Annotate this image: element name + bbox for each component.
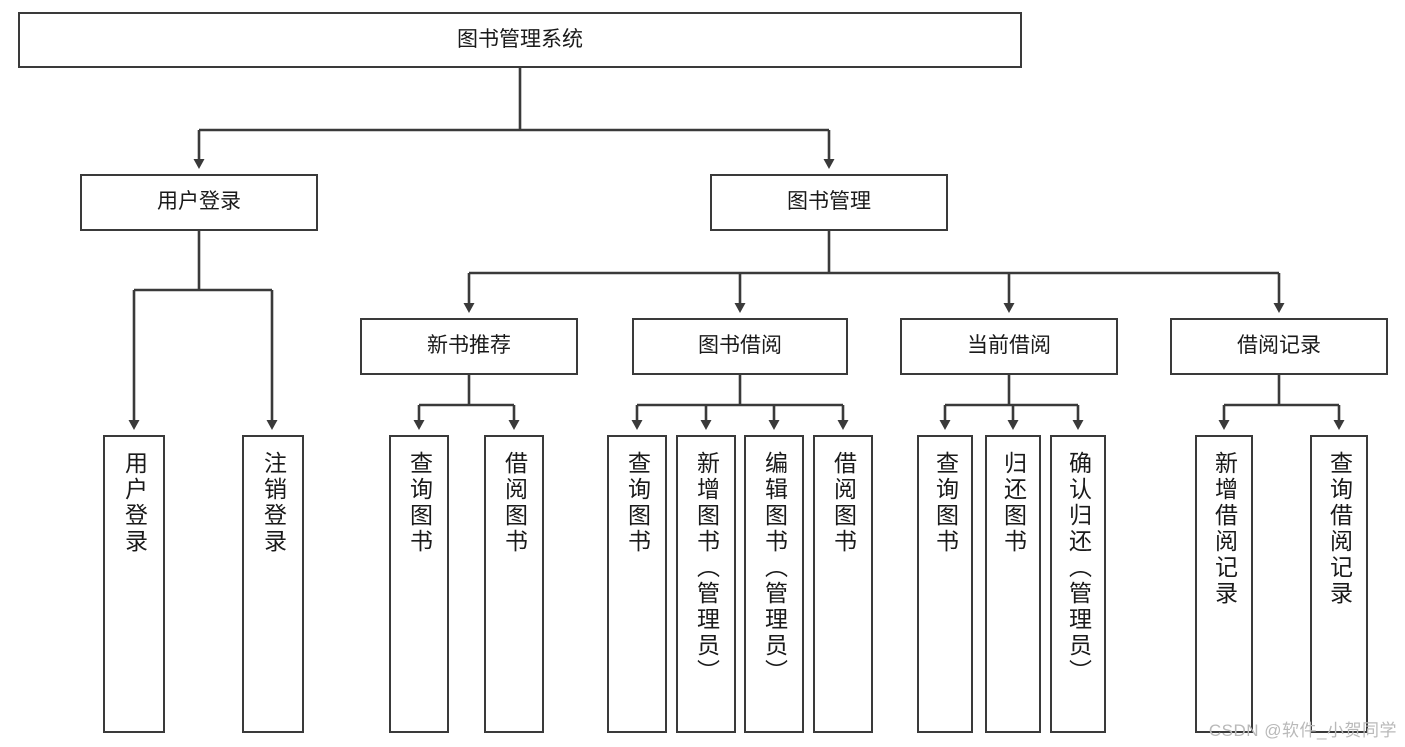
node-leaf-confirm-return[interactable]: 确认归还（管理员）	[1050, 435, 1106, 733]
node-leaf-return-book[interactable]: 归还图书	[985, 435, 1041, 733]
node-leaf-query-book-1[interactable]: 查询图书	[389, 435, 449, 733]
node-leaf-user-login[interactable]: 用户登录	[103, 435, 165, 733]
node-root[interactable]: 图书管理系统	[18, 12, 1022, 68]
node-book-borrow-label: 图书借阅	[698, 334, 782, 358]
node-leaf-query-book-3-label: 查询图书	[932, 451, 959, 555]
node-book-manage[interactable]: 图书管理	[710, 174, 948, 231]
node-leaf-logout[interactable]: 注销登录	[242, 435, 304, 733]
node-leaf-confirm-return-label: 确认归还（管理员）	[1065, 451, 1092, 685]
node-borrow-record[interactable]: 借阅记录	[1170, 318, 1388, 375]
node-new-book-recommend-label: 新书推荐	[427, 334, 511, 358]
node-root-label: 图书管理系统	[457, 27, 583, 51]
node-leaf-query-book-2[interactable]: 查询图书	[607, 435, 667, 733]
node-new-book-recommend[interactable]: 新书推荐	[360, 318, 578, 375]
node-leaf-add-record-label: 新增借阅记录	[1211, 451, 1238, 607]
node-leaf-borrow-book-2-label: 借阅图书	[830, 451, 857, 555]
node-leaf-borrow-book-1-label: 借阅图书	[501, 451, 528, 555]
node-current-borrow-label: 当前借阅	[967, 334, 1051, 358]
node-leaf-borrow-book-1[interactable]: 借阅图书	[484, 435, 544, 733]
node-leaf-logout-label: 注销登录	[260, 451, 287, 555]
node-leaf-query-book-1-label: 查询图书	[406, 451, 433, 555]
node-leaf-query-book-2-label: 查询图书	[624, 451, 651, 555]
node-user-login-label: 用户登录	[157, 190, 241, 214]
node-leaf-user-login-label: 用户登录	[121, 451, 148, 555]
node-book-manage-label: 图书管理	[787, 190, 871, 214]
node-current-borrow[interactable]: 当前借阅	[900, 318, 1118, 375]
node-leaf-return-book-label: 归还图书	[1000, 451, 1027, 555]
node-leaf-add-book[interactable]: 新增图书（管理员）	[676, 435, 736, 733]
node-leaf-edit-book[interactable]: 编辑图书（管理员）	[744, 435, 804, 733]
node-leaf-add-record[interactable]: 新增借阅记录	[1195, 435, 1253, 733]
node-leaf-query-record[interactable]: 查询借阅记录	[1310, 435, 1368, 733]
node-leaf-edit-book-label: 编辑图书（管理员）	[761, 451, 788, 685]
node-user-login[interactable]: 用户登录	[80, 174, 318, 231]
node-leaf-query-record-label: 查询借阅记录	[1326, 451, 1353, 607]
node-leaf-add-book-label: 新增图书（管理员）	[693, 451, 720, 685]
node-leaf-query-book-3[interactable]: 查询图书	[917, 435, 973, 733]
node-book-borrow[interactable]: 图书借阅	[632, 318, 848, 375]
node-leaf-borrow-book-2[interactable]: 借阅图书	[813, 435, 873, 733]
node-borrow-record-label: 借阅记录	[1237, 334, 1321, 358]
